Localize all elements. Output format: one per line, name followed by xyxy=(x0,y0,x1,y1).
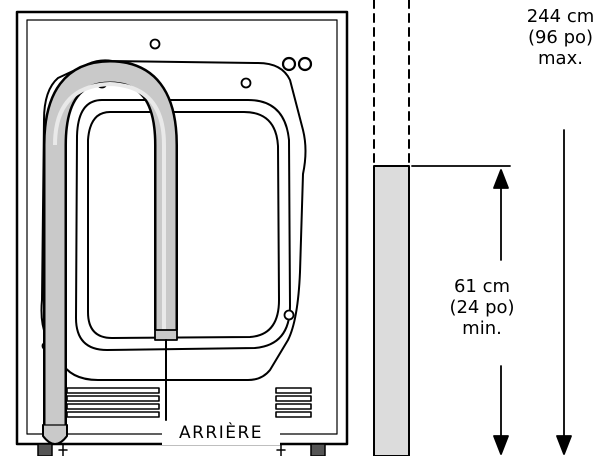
drum-outline-outer xyxy=(75,99,291,351)
foot-right xyxy=(310,443,326,456)
rear-label: ARRIÈRE xyxy=(162,421,280,445)
hose-end xyxy=(42,424,68,445)
vent-right xyxy=(275,387,312,418)
min-height-imperial: (24 po) xyxy=(449,297,515,318)
max-height-imperial: (96 po) xyxy=(527,27,594,48)
foot-left xyxy=(37,443,53,456)
drum-outline-inner xyxy=(87,111,280,339)
standpipe-min xyxy=(373,165,410,456)
inlet-hot xyxy=(281,56,297,72)
min-height-arrow xyxy=(493,169,509,455)
max-height-arrow xyxy=(556,129,572,455)
right-lower-hole xyxy=(283,309,295,321)
water-inlets xyxy=(281,56,313,72)
min-height-qualifier: min. xyxy=(462,318,502,339)
max-height-qualifier: max. xyxy=(538,48,583,69)
drain-hose xyxy=(42,60,178,445)
standpipe xyxy=(373,0,511,456)
inlet-cold xyxy=(297,56,313,72)
hose-coupling xyxy=(154,329,178,341)
min-height-metric: 61 cm xyxy=(453,276,511,297)
top-hole xyxy=(149,38,161,50)
min-height-label: 61 cm (24 po) min. xyxy=(432,276,532,339)
leveling-feet xyxy=(37,443,326,456)
max-height-label: 244 cm (96 po) max. xyxy=(508,6,613,69)
rear-panel xyxy=(40,59,307,381)
max-height-metric: 244 cm xyxy=(526,6,595,27)
right-upper-hole xyxy=(240,77,252,89)
